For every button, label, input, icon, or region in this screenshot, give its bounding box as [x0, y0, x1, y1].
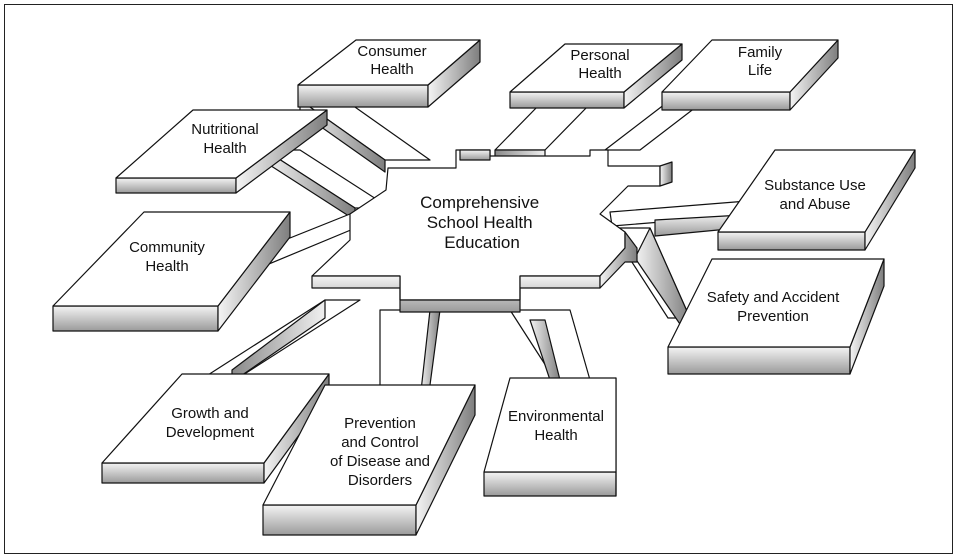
- community-health-top-face: [52, 211, 291, 307]
- growth-development-front-face: [101, 462, 265, 484]
- connector-personal: [494, 103, 591, 151]
- disease-prevention-top-face: [262, 384, 476, 506]
- nutritional-health-top-face: [115, 109, 328, 179]
- hub-side-notch2: [659, 161, 673, 187]
- community-health-front-face: [52, 305, 219, 332]
- substance-use-top-face: [717, 149, 916, 233]
- growth-development-top-face: [101, 373, 330, 464]
- environmental-health-front-face: [483, 471, 617, 497]
- family-life-front-face: [661, 91, 791, 111]
- safety-prevention-top-face: [667, 258, 885, 348]
- hub-side-notch: [459, 149, 491, 161]
- hub-side-right: [599, 231, 638, 289]
- family-life-top-face: [661, 39, 839, 93]
- nutritional-health-front-face: [115, 177, 237, 194]
- environmental-health-top-face: [483, 377, 617, 473]
- connectors: [196, 99, 761, 401]
- center-label: Comprehensive School Health Education: [420, 193, 544, 252]
- central-hub: Comprehensive School Health Education: [311, 149, 673, 313]
- consumer-health-front-face: [297, 84, 429, 108]
- consumer-health-top-face: [297, 39, 481, 86]
- personal-health-top-face: [509, 43, 683, 93]
- disease-prevention-front-face: [262, 504, 417, 536]
- substance-use-front-face: [717, 231, 866, 251]
- connector-growth-side: [231, 299, 326, 383]
- connector-family: [604, 103, 701, 151]
- personal-health-front-face: [509, 91, 625, 109]
- safety-prevention-front-face: [667, 346, 851, 375]
